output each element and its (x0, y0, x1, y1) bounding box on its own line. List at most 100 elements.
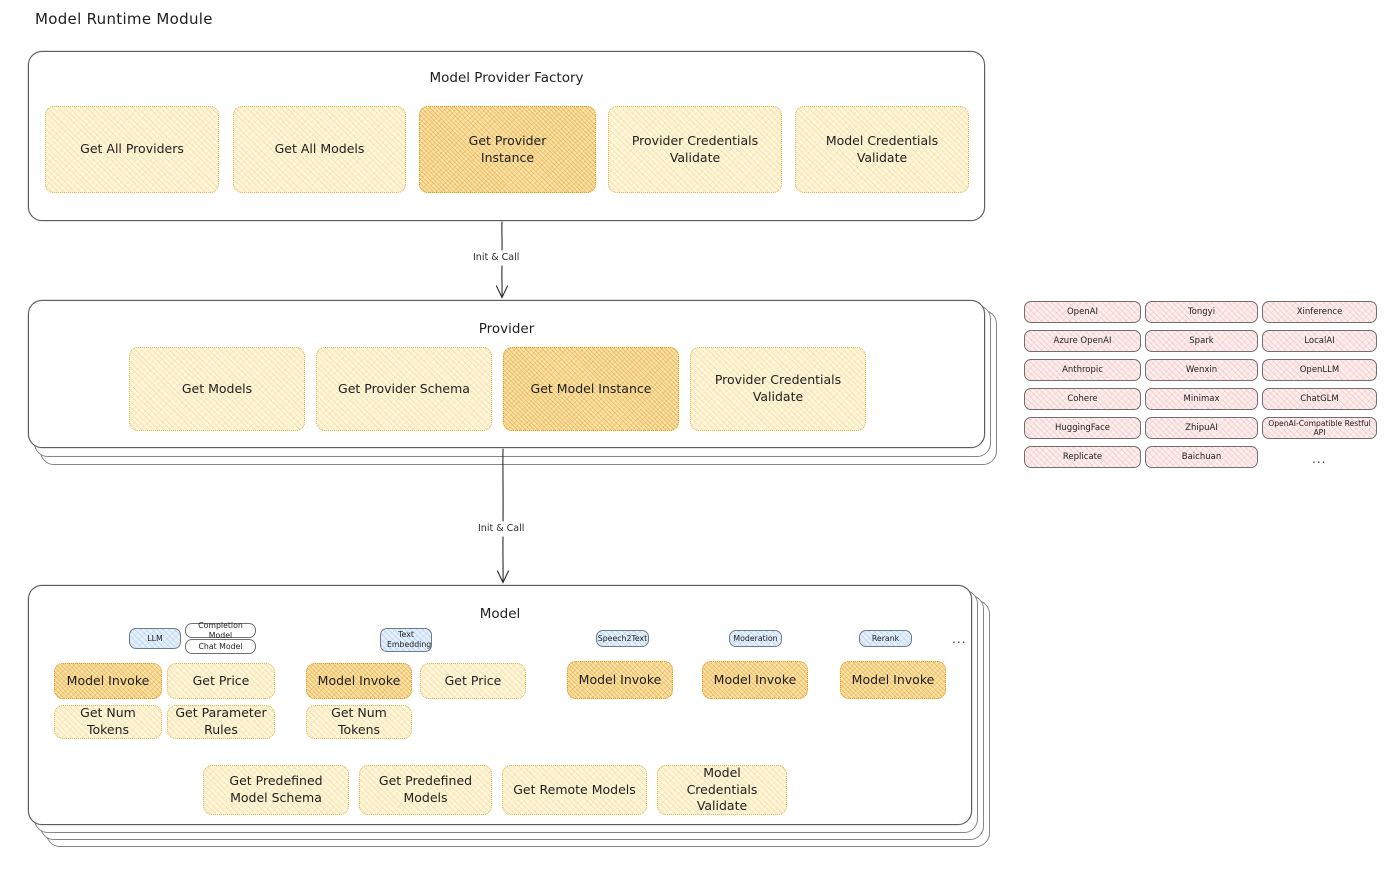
provider-chip-minimax[interactable]: Minimax (1145, 388, 1258, 410)
provider-box-get-provider-schema[interactable]: Get Provider Schema (316, 347, 492, 431)
model-badge-llm[interactable]: LLM (129, 628, 181, 649)
model-box-get-remote-models[interactable]: Get Remote Models (502, 765, 647, 815)
provider-box-label: Get Provider Schema (338, 380, 470, 396)
arrow-label-factory-to-provider: Init & Call (473, 252, 520, 263)
provider-box-get-model-instance[interactable]: Get Model Instance (503, 347, 679, 431)
model-title: Model (479, 606, 521, 622)
page-title: Model Runtime Module (35, 10, 213, 28)
model-box-get-predefined-models[interactable]: Get Predefined Models (359, 765, 492, 815)
model-sub-badge-completion-model[interactable]: Completion Model (185, 620, 256, 640)
factory-box-get-all-models[interactable]: Get All Models (233, 106, 406, 193)
provider-chip-zhipuai[interactable]: ZhipuAI (1145, 417, 1258, 439)
arrow-label-provider-to-model: Init & Call (478, 523, 525, 534)
provider-chip-label: Spark (1189, 336, 1214, 346)
provider-box-get-models[interactable]: Get Models (129, 347, 305, 431)
provider-chip-label: HuggingFace (1055, 423, 1110, 433)
model-box-label: Model Invoke (66, 672, 150, 688)
factory-box-model-credentials-validate[interactable]: Model Credentials Validate (795, 106, 969, 193)
model-box-label: Get Num Tokens (331, 705, 387, 737)
model-box-label: Model Invoke (713, 671, 797, 687)
model-box-text-embedding-model-invoke[interactable]: Model Invoke (306, 663, 412, 699)
provider-chip-tongyi[interactable]: Tongyi (1145, 301, 1258, 323)
model-sub-badge-label: Completion Model (198, 620, 243, 640)
provider-chip-label: Xinference (1296, 307, 1343, 317)
model-box-moderation-model-invoke[interactable]: Model Invoke (702, 661, 808, 699)
factory-box-label: Get All Providers (80, 141, 184, 157)
model-box-label: Model Credentials Validate (686, 764, 758, 814)
model-badge-moderation[interactable]: Moderation (729, 630, 782, 647)
provider-chip-wenxin[interactable]: Wenxin (1145, 359, 1258, 381)
provider-chip-spark[interactable]: Spark (1145, 330, 1258, 352)
factory-box-label: Model Credentials Validate (825, 132, 939, 165)
model-groups-ellipsis: ... (952, 632, 967, 646)
factory-box-get-all-providers[interactable]: Get All Providers (45, 106, 219, 193)
model-box-rerank-model-invoke[interactable]: Model Invoke (840, 661, 946, 699)
provider-chip-localai[interactable]: LocalAI (1262, 330, 1377, 352)
factory-box-label: Provider Credentials Validate (631, 132, 759, 165)
provider-chip-label: ChatGLM (1300, 394, 1339, 404)
provider-chip-label: Baichuan (1181, 452, 1222, 462)
provider-chip-replicate[interactable]: Replicate (1024, 446, 1141, 468)
model-box-speech2text-model-invoke[interactable]: Model Invoke (567, 661, 673, 699)
provider-chip-openai[interactable]: OpenAI (1024, 301, 1141, 323)
model-badge-speech2text[interactable]: Speech2Text (596, 630, 649, 647)
factory-box-get-provider-instance[interactable]: Get Provider Instance (419, 106, 596, 193)
model-box-text-embedding-get-num-tokens[interactable]: Get Num Tokens (306, 705, 412, 739)
provider-chip-label: Azure OpenAI (1053, 336, 1112, 346)
model-box-llm-get-parameter-rules[interactable]: Get Parameter Rules (167, 705, 275, 739)
provider-list-ellipsis: ... (1312, 452, 1327, 466)
model-box-label: Get Predefined Model Schema (229, 773, 323, 805)
provider-chip-label: OpenAI (1066, 307, 1099, 317)
model-box-llm-model-invoke[interactable]: Model Invoke (54, 663, 162, 699)
provider-chip-openai-compatible-restful-api[interactable]: OpenAI-Compatible Restful API (1262, 417, 1377, 439)
model-box-label: Model Invoke (578, 671, 662, 687)
model-badge-label: Text Embedding (387, 630, 432, 649)
provider-chip-openllm[interactable]: OpenLLM (1262, 359, 1377, 381)
model-box-label: Get Parameter Rules (175, 705, 267, 737)
factory-box-provider-credentials-validate[interactable]: Provider Credentials Validate (608, 106, 782, 193)
model-box-label: Get Remote Models (513, 781, 636, 797)
provider-chip-label: Replicate (1062, 452, 1103, 462)
provider-box-label: Provider Credentials Validate (714, 372, 842, 404)
provider-box-provider-credentials-validate[interactable]: Provider Credentials Validate (690, 347, 866, 431)
model-box-label: Get Predefined Models (378, 773, 473, 805)
provider-chip-label: LocalAI (1304, 336, 1335, 346)
provider-chip-label: Tongyi (1187, 307, 1216, 317)
model-box-model-credentials-validate[interactable]: Model Credentials Validate (657, 765, 787, 815)
model-box-llm-get-num-tokens[interactable]: Get Num Tokens (54, 705, 162, 739)
provider-chip-label: OpenLLM (1299, 365, 1340, 375)
model-box-label: Model Invoke (317, 672, 401, 688)
model-container: Model (28, 585, 972, 825)
provider-chip-label: Anthropic (1062, 365, 1103, 375)
provider-chip-label: Wenxin (1185, 365, 1218, 375)
model-box-get-predefined-model-schema[interactable]: Get Predefined Model Schema (203, 765, 349, 815)
provider-chip-label: OpenAI-Compatible Restful API (1268, 419, 1371, 437)
factory-box-label: Get Provider Instance (468, 132, 547, 165)
model-sub-badge-label: Chat Model (198, 641, 243, 651)
model-box-label: Model Invoke (851, 671, 935, 687)
arrow-head-1 (495, 285, 509, 299)
provider-chip-huggingface[interactable]: HuggingFace (1024, 417, 1141, 439)
factory-box-label: Get All Models (274, 141, 365, 157)
model-box-llm-get-price[interactable]: Get Price (167, 663, 275, 699)
provider-chip-cohere[interactable]: Cohere (1024, 388, 1141, 410)
model-sub-badge-chat-model[interactable]: Chat Model (185, 639, 256, 654)
model-badge-label: Speech2Text (597, 633, 648, 643)
provider-chip-xinference[interactable]: Xinference (1262, 301, 1377, 323)
provider-chip-chatglm[interactable]: ChatGLM (1262, 388, 1377, 410)
model-provider-factory-title: Model Provider Factory (429, 70, 584, 86)
model-badge-text-embedding[interactable]: Text Embedding (380, 628, 432, 652)
model-box-label: Get Num Tokens (80, 705, 136, 737)
provider-chip-label: ZhipuAI (1185, 423, 1218, 433)
provider-chip-azure-openai[interactable]: Azure OpenAI (1024, 330, 1141, 352)
provider-title: Provider (478, 321, 535, 337)
model-box-text-embedding-get-price[interactable]: Get Price (420, 663, 526, 699)
provider-chip-label: Cohere (1067, 394, 1098, 404)
provider-box-label: Get Models (181, 380, 253, 396)
provider-chip-baichuan[interactable]: Baichuan (1145, 446, 1258, 468)
model-badge-rerank[interactable]: Rerank (859, 630, 912, 647)
provider-chip-anthropic[interactable]: Anthropic (1024, 359, 1141, 381)
model-badge-label: LLM (147, 633, 163, 643)
model-box-label: Get Price (444, 672, 502, 688)
